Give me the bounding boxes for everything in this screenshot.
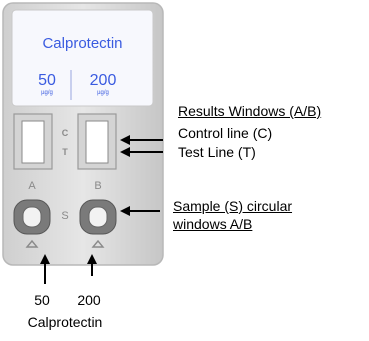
test-line-label: Test Line (T): [178, 144, 256, 160]
sample-arrowhead: [120, 206, 130, 216]
bottom-value-200: 200: [77, 292, 101, 308]
bottom-value-50: 50: [34, 292, 50, 308]
level-50-value: 50: [38, 72, 56, 89]
sample-label-line1: Sample (S) circular: [173, 198, 293, 214]
result-window-b: [85, 120, 109, 164]
level-50-unit: µg/g: [41, 90, 53, 96]
control-letter: C: [61, 128, 69, 138]
sample-well-b: [88, 206, 108, 228]
control-line-label: Control line (C): [178, 125, 273, 141]
window-a-letter: A: [28, 180, 36, 192]
results-windows-label: Results Windows (A/B): [178, 103, 322, 119]
well-b-up-arrowhead: [87, 254, 97, 264]
test-line-arrowhead: [120, 147, 130, 157]
level-200-value: 200: [89, 72, 117, 89]
well-a-up-arrowhead: [40, 254, 50, 264]
result-window-a: [21, 120, 45, 164]
sample-well-a: [22, 206, 42, 228]
control-line-arrowhead: [120, 135, 130, 145]
bottom-caption: Calprotectin: [27, 314, 103, 330]
window-b-letter: B: [94, 180, 102, 192]
well-a-arrow-icon: [25, 239, 39, 248]
test-letter: T: [62, 147, 68, 157]
label-panel: [11, 9, 154, 107]
level-200-unit: µg/g: [97, 90, 109, 96]
sample-letter: S: [61, 210, 69, 222]
well-b-arrow-icon: [91, 239, 105, 248]
cassette-title: Calprotectin: [42, 35, 123, 52]
sample-label-line2: windows A/B: [173, 216, 253, 232]
